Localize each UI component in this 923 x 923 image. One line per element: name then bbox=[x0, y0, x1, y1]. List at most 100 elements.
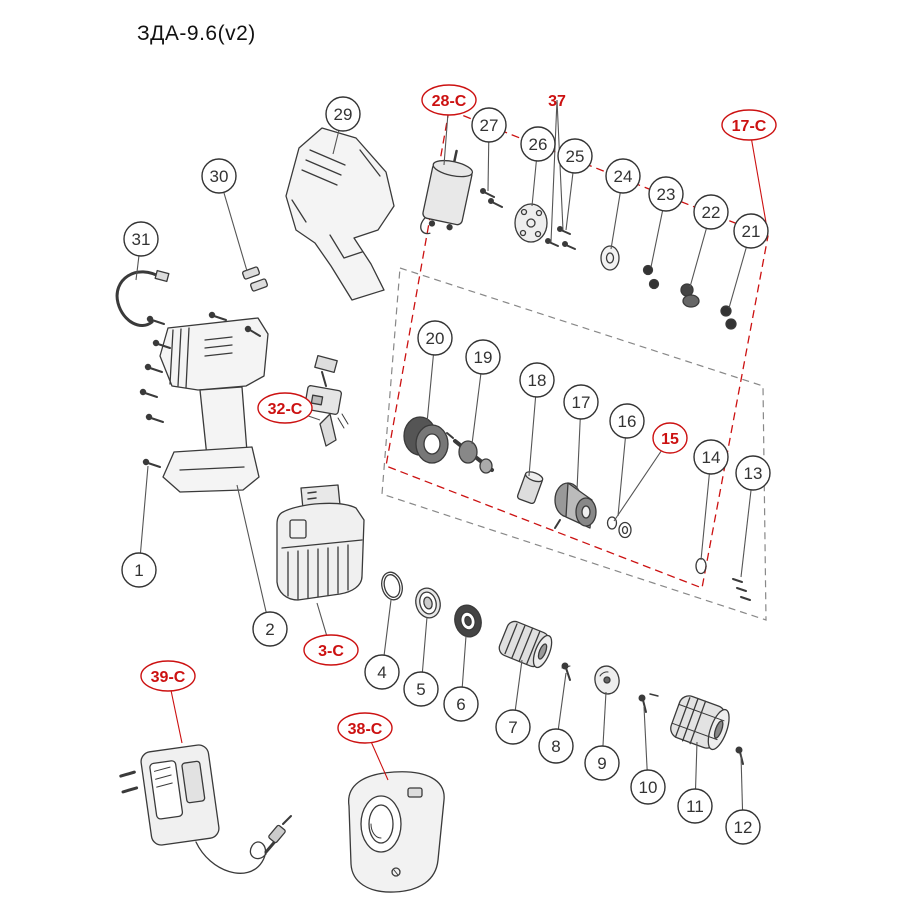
balloon-circle bbox=[471, 107, 507, 143]
balloon-label: 20 bbox=[426, 329, 445, 348]
balloon-circle bbox=[465, 339, 501, 375]
part-disc-9 bbox=[594, 665, 620, 695]
balloon-label: 30 bbox=[210, 167, 229, 186]
balloon-label: 9 bbox=[597, 754, 606, 773]
balloon-label: 37 bbox=[548, 93, 566, 110]
balloon-label: 11 bbox=[686, 797, 704, 816]
balloon-label: 17-C bbox=[732, 118, 767, 135]
balloon-circle bbox=[648, 176, 684, 212]
balloon-label: 8 bbox=[551, 737, 560, 756]
part-bearing-6 bbox=[454, 604, 482, 638]
balloon-circle bbox=[421, 84, 477, 116]
balloon-circle bbox=[652, 422, 688, 454]
part-screws-25-37 bbox=[545, 226, 576, 250]
balloon-label: 16 bbox=[618, 412, 637, 431]
part-battery-pack-3 bbox=[276, 484, 365, 601]
balloon-label: 28-C bbox=[432, 93, 467, 110]
balloon-21: 21 bbox=[733, 213, 769, 249]
part-gear-plate-26 bbox=[514, 203, 548, 243]
balloon-circle bbox=[725, 809, 761, 845]
balloon-circle bbox=[443, 686, 479, 722]
part-charger-adapter-39 bbox=[119, 744, 292, 874]
balloon-circle bbox=[733, 213, 769, 249]
part-charger-base-38 bbox=[348, 771, 445, 893]
balloon-38-C: 38-C bbox=[337, 712, 393, 744]
balloon-label: 17 bbox=[572, 393, 591, 412]
balloon-circle bbox=[721, 109, 777, 141]
balloon-22: 22 bbox=[693, 194, 729, 230]
balloon-circle bbox=[417, 320, 453, 356]
balloon-circle bbox=[123, 221, 159, 257]
balloon-label: 3-C bbox=[318, 643, 344, 660]
part-drill-housing-lower bbox=[159, 317, 269, 493]
balloon-circle bbox=[584, 745, 620, 781]
balloon-39-C: 39-C bbox=[140, 660, 196, 692]
leader-line-17-C bbox=[748, 124, 769, 235]
balloon-circle bbox=[140, 660, 196, 692]
balloon-27: 27 bbox=[471, 107, 507, 143]
balloon-label: 5 bbox=[416, 680, 425, 699]
part-gearbox-17 bbox=[554, 482, 597, 529]
balloon-28-C: 28-C bbox=[421, 84, 477, 116]
balloon-label: 4 bbox=[377, 663, 386, 682]
balloon-24: 24 bbox=[605, 158, 641, 194]
balloon-1: 1 bbox=[121, 552, 157, 588]
balloon-10: 10 bbox=[630, 769, 666, 805]
balloon-15: 15 bbox=[652, 422, 688, 454]
balloon-circle bbox=[735, 455, 771, 491]
balloon-label: 21 bbox=[742, 222, 761, 241]
part-motor-28 bbox=[420, 149, 474, 235]
part-oring-4 bbox=[381, 571, 403, 601]
balloon-label: 12 bbox=[734, 818, 753, 837]
balloon-circle bbox=[257, 392, 313, 424]
part-drill-housing-upper bbox=[285, 127, 395, 301]
balloon-32-C: 32-C bbox=[257, 392, 313, 424]
balloon-circle bbox=[605, 158, 641, 194]
part-pins-13 bbox=[732, 578, 751, 601]
balloon-circle bbox=[121, 552, 157, 588]
balloon-circle bbox=[693, 439, 729, 475]
balloon-circle bbox=[563, 384, 599, 420]
balloon-7: 7 bbox=[495, 709, 531, 745]
balloon-37: 37 bbox=[548, 93, 566, 110]
balloon-16: 16 bbox=[609, 403, 645, 439]
balloon-circle bbox=[495, 709, 531, 745]
balloon-circle bbox=[693, 194, 729, 230]
balloon-circle bbox=[630, 769, 666, 805]
balloon-5: 5 bbox=[403, 671, 439, 707]
balloon-25: 25 bbox=[557, 138, 593, 174]
balloon-label: 10 bbox=[639, 778, 658, 797]
part-screw-8 bbox=[561, 662, 571, 681]
balloon-4: 4 bbox=[364, 654, 400, 690]
balloon-circle bbox=[677, 788, 713, 824]
part-bearing-5 bbox=[415, 587, 441, 619]
balloon-circle bbox=[538, 728, 574, 764]
balloon-label: 25 bbox=[566, 147, 585, 166]
part-washer-24 bbox=[600, 245, 620, 271]
balloon-30: 30 bbox=[201, 158, 237, 194]
part-housing-screws bbox=[139, 311, 261, 468]
page-title: ЗДА-9.6(v2) bbox=[137, 22, 256, 45]
assembly-boundary-black bbox=[381, 267, 767, 621]
part-terminals-30 bbox=[242, 266, 268, 292]
balloon-label: 32-C bbox=[268, 401, 303, 418]
balloon-circle bbox=[403, 671, 439, 707]
balloon-8: 8 bbox=[538, 728, 574, 764]
balloon-6: 6 bbox=[443, 686, 479, 722]
balloon-14: 14 bbox=[693, 439, 729, 475]
part-screw-10 bbox=[638, 693, 659, 713]
balloon-circle bbox=[519, 362, 555, 398]
balloon-circle bbox=[201, 158, 237, 194]
balloon-label: 29 bbox=[334, 105, 353, 124]
balloon-label: 18 bbox=[528, 371, 547, 390]
balloon-17: 17 bbox=[563, 384, 599, 420]
balloon-11: 11 bbox=[677, 788, 713, 824]
part-screws-27 bbox=[480, 188, 503, 208]
balloon-label: 14 bbox=[702, 448, 721, 467]
part-ring-gear-20 bbox=[403, 416, 449, 464]
balloon-circle bbox=[303, 634, 359, 666]
part-shaft-19 bbox=[446, 432, 494, 474]
balloon-circle bbox=[364, 654, 400, 690]
balloon-circle bbox=[557, 138, 593, 174]
leader-line-2 bbox=[236, 484, 271, 630]
